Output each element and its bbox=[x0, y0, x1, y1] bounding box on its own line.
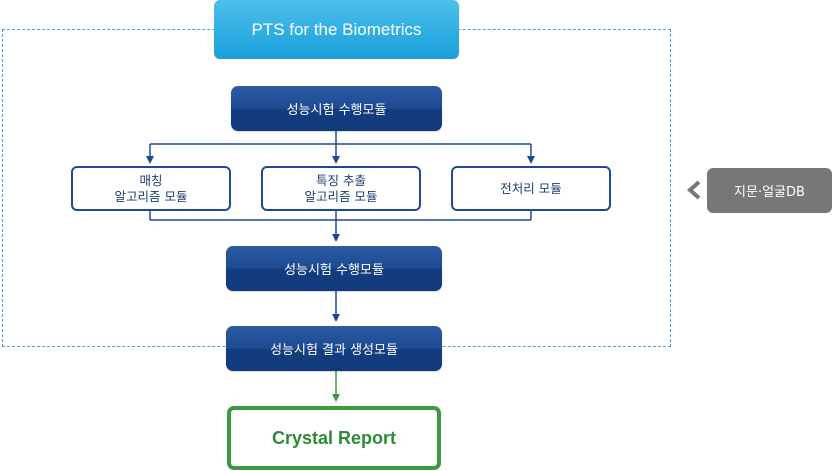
submodule-matching-line2: 알고리즘 모듈 bbox=[114, 188, 188, 204]
db-chevron bbox=[686, 180, 701, 200]
submodule-feature-line1: 특징 추출 bbox=[316, 172, 366, 188]
submodule-matching-line1: 매칭 bbox=[139, 172, 163, 188]
crystal-report-output: Crystal Report bbox=[227, 406, 441, 470]
submodule-matching: 매칭 알고리즘 모듈 bbox=[71, 166, 231, 211]
performance-test-module-middle: 성능시험 수행모듈 bbox=[226, 246, 442, 291]
submodule-preprocessing: 전처리 모듈 bbox=[451, 166, 611, 211]
performance-test-module-top: 성능시험 수행모듈 bbox=[231, 86, 442, 131]
result-generation-module: 성능시험 결과 생성모듈 bbox=[226, 326, 442, 371]
diagram-title: PTS for the Biometrics bbox=[214, 0, 459, 59]
submodule-feature-extraction: 특징 추출 알고리즘 모듈 bbox=[261, 166, 421, 211]
submodule-preprocess-line1: 전처리 모듈 bbox=[500, 180, 562, 196]
submodule-feature-line2: 알고리즘 모듈 bbox=[304, 188, 378, 204]
fingerprint-face-db: 지문·얼굴DB bbox=[707, 168, 832, 213]
